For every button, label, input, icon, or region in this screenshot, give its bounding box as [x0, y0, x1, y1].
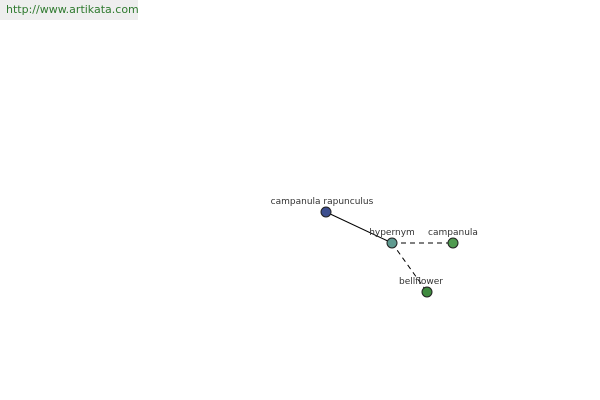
node-label-campanula: campanula — [428, 228, 478, 238]
node-campanula[interactable]: campanula — [428, 228, 478, 249]
node-marker-bellflower[interactable] — [421, 286, 433, 298]
node-campanula-rapunculus[interactable]: campanula rapunculus — [271, 197, 374, 218]
edge-hypernym-bellflower — [391, 242, 428, 293]
node-marker-hypernym[interactable] — [386, 237, 398, 249]
node-marker-campanula-rapunculus[interactable] — [320, 206, 332, 218]
edges-layer — [325, 211, 453, 293]
nodes-layer: campanula rapunculus hypernym campanula bel… — [271, 197, 478, 298]
node-label-hypernym: hypernym — [369, 228, 415, 238]
node-bellflower[interactable]: bellflower — [399, 277, 443, 298]
site-url-label[interactable]: http://www.artikata.com — [0, 0, 139, 20]
node-label-campanula-rapunculus: campanula rapunculus — [271, 197, 374, 207]
node-marker-campanula[interactable] — [447, 237, 459, 249]
edge-campanula-rapunculus-hypernym — [325, 211, 393, 244]
node-label-bellflower: bellflower — [399, 277, 443, 287]
node-hypernym[interactable]: hypernym — [369, 228, 415, 249]
